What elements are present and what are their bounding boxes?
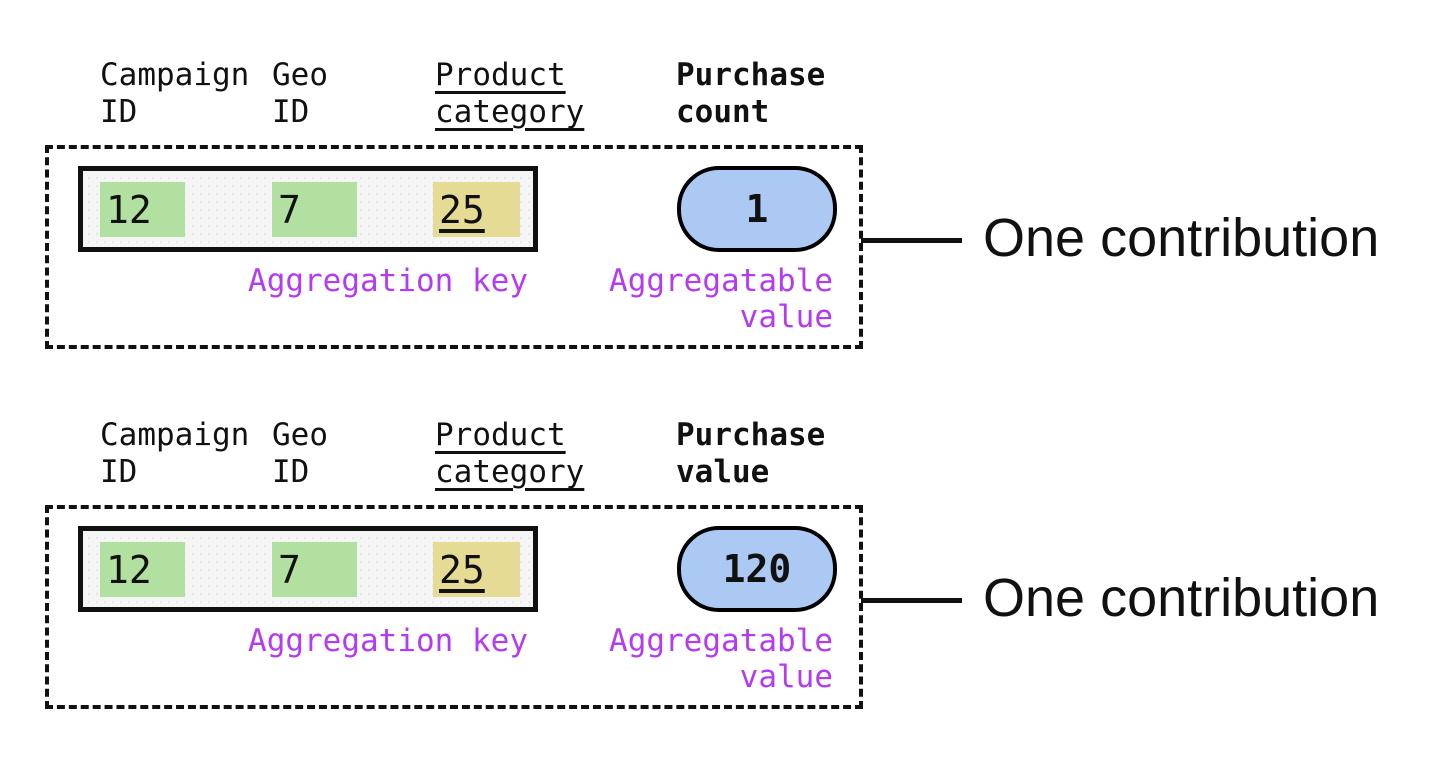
aggregatable-value-label: Aggregatable value <box>609 623 833 695</box>
header-line: Purchase <box>676 57 826 93</box>
header-line: Campaign <box>100 417 250 453</box>
campaign-id-cell: 12 <box>100 542 185 597</box>
header-line: Campaign <box>100 57 250 93</box>
campaign-id-value: 12 <box>106 187 152 232</box>
header-line: Geo <box>272 417 328 453</box>
contribution-boundary <box>45 145 863 349</box>
header-line: Product <box>435 417 566 453</box>
one-contribution-label: One contribution <box>983 208 1380 268</box>
callout-connector-line <box>861 598 962 603</box>
one-contribution-label: One contribution <box>983 568 1380 628</box>
geo-id-cell: 7 <box>272 542 357 597</box>
callout-connector-line <box>861 238 962 243</box>
product-category-cell: 25 <box>433 182 520 237</box>
aggregatable-value-pill: 120 <box>677 526 837 612</box>
product-category-value: 25 <box>439 547 485 592</box>
header-line: ID <box>272 94 310 130</box>
campaign-id-value: 12 <box>106 547 152 592</box>
header-line: Purchase <box>676 417 826 453</box>
geo-id-cell: 7 <box>272 182 357 237</box>
geo-id-value: 7 <box>278 187 301 232</box>
header-line: value <box>676 454 770 490</box>
header-line: category <box>435 454 585 490</box>
header-line: Geo <box>272 57 328 93</box>
aggregatable-value: 120 <box>722 547 792 591</box>
geo-id-value: 7 <box>278 547 301 592</box>
header-line: ID <box>100 94 138 130</box>
contribution-boundary <box>45 505 863 709</box>
header-line: ID <box>100 454 138 490</box>
product-category-cell: 25 <box>433 542 520 597</box>
aggregation-key-row: 12 7 25 <box>78 526 538 612</box>
aggregatable-value-pill: 1 <box>677 166 837 252</box>
header-line: ID <box>272 454 310 490</box>
aggregation-key-row: 12 7 25 <box>78 166 538 252</box>
aggregatable-value: 1 <box>745 187 769 231</box>
campaign-id-cell: 12 <box>100 182 185 237</box>
header-line: category <box>435 94 585 130</box>
aggregation-key-label: Aggregation key <box>248 623 528 659</box>
aggregation-key-label: Aggregation key <box>248 263 528 299</box>
product-category-value: 25 <box>439 187 485 232</box>
header-line: count <box>676 94 770 130</box>
header-line: Product <box>435 57 566 93</box>
aggregatable-value-label: Aggregatable value <box>609 263 833 335</box>
